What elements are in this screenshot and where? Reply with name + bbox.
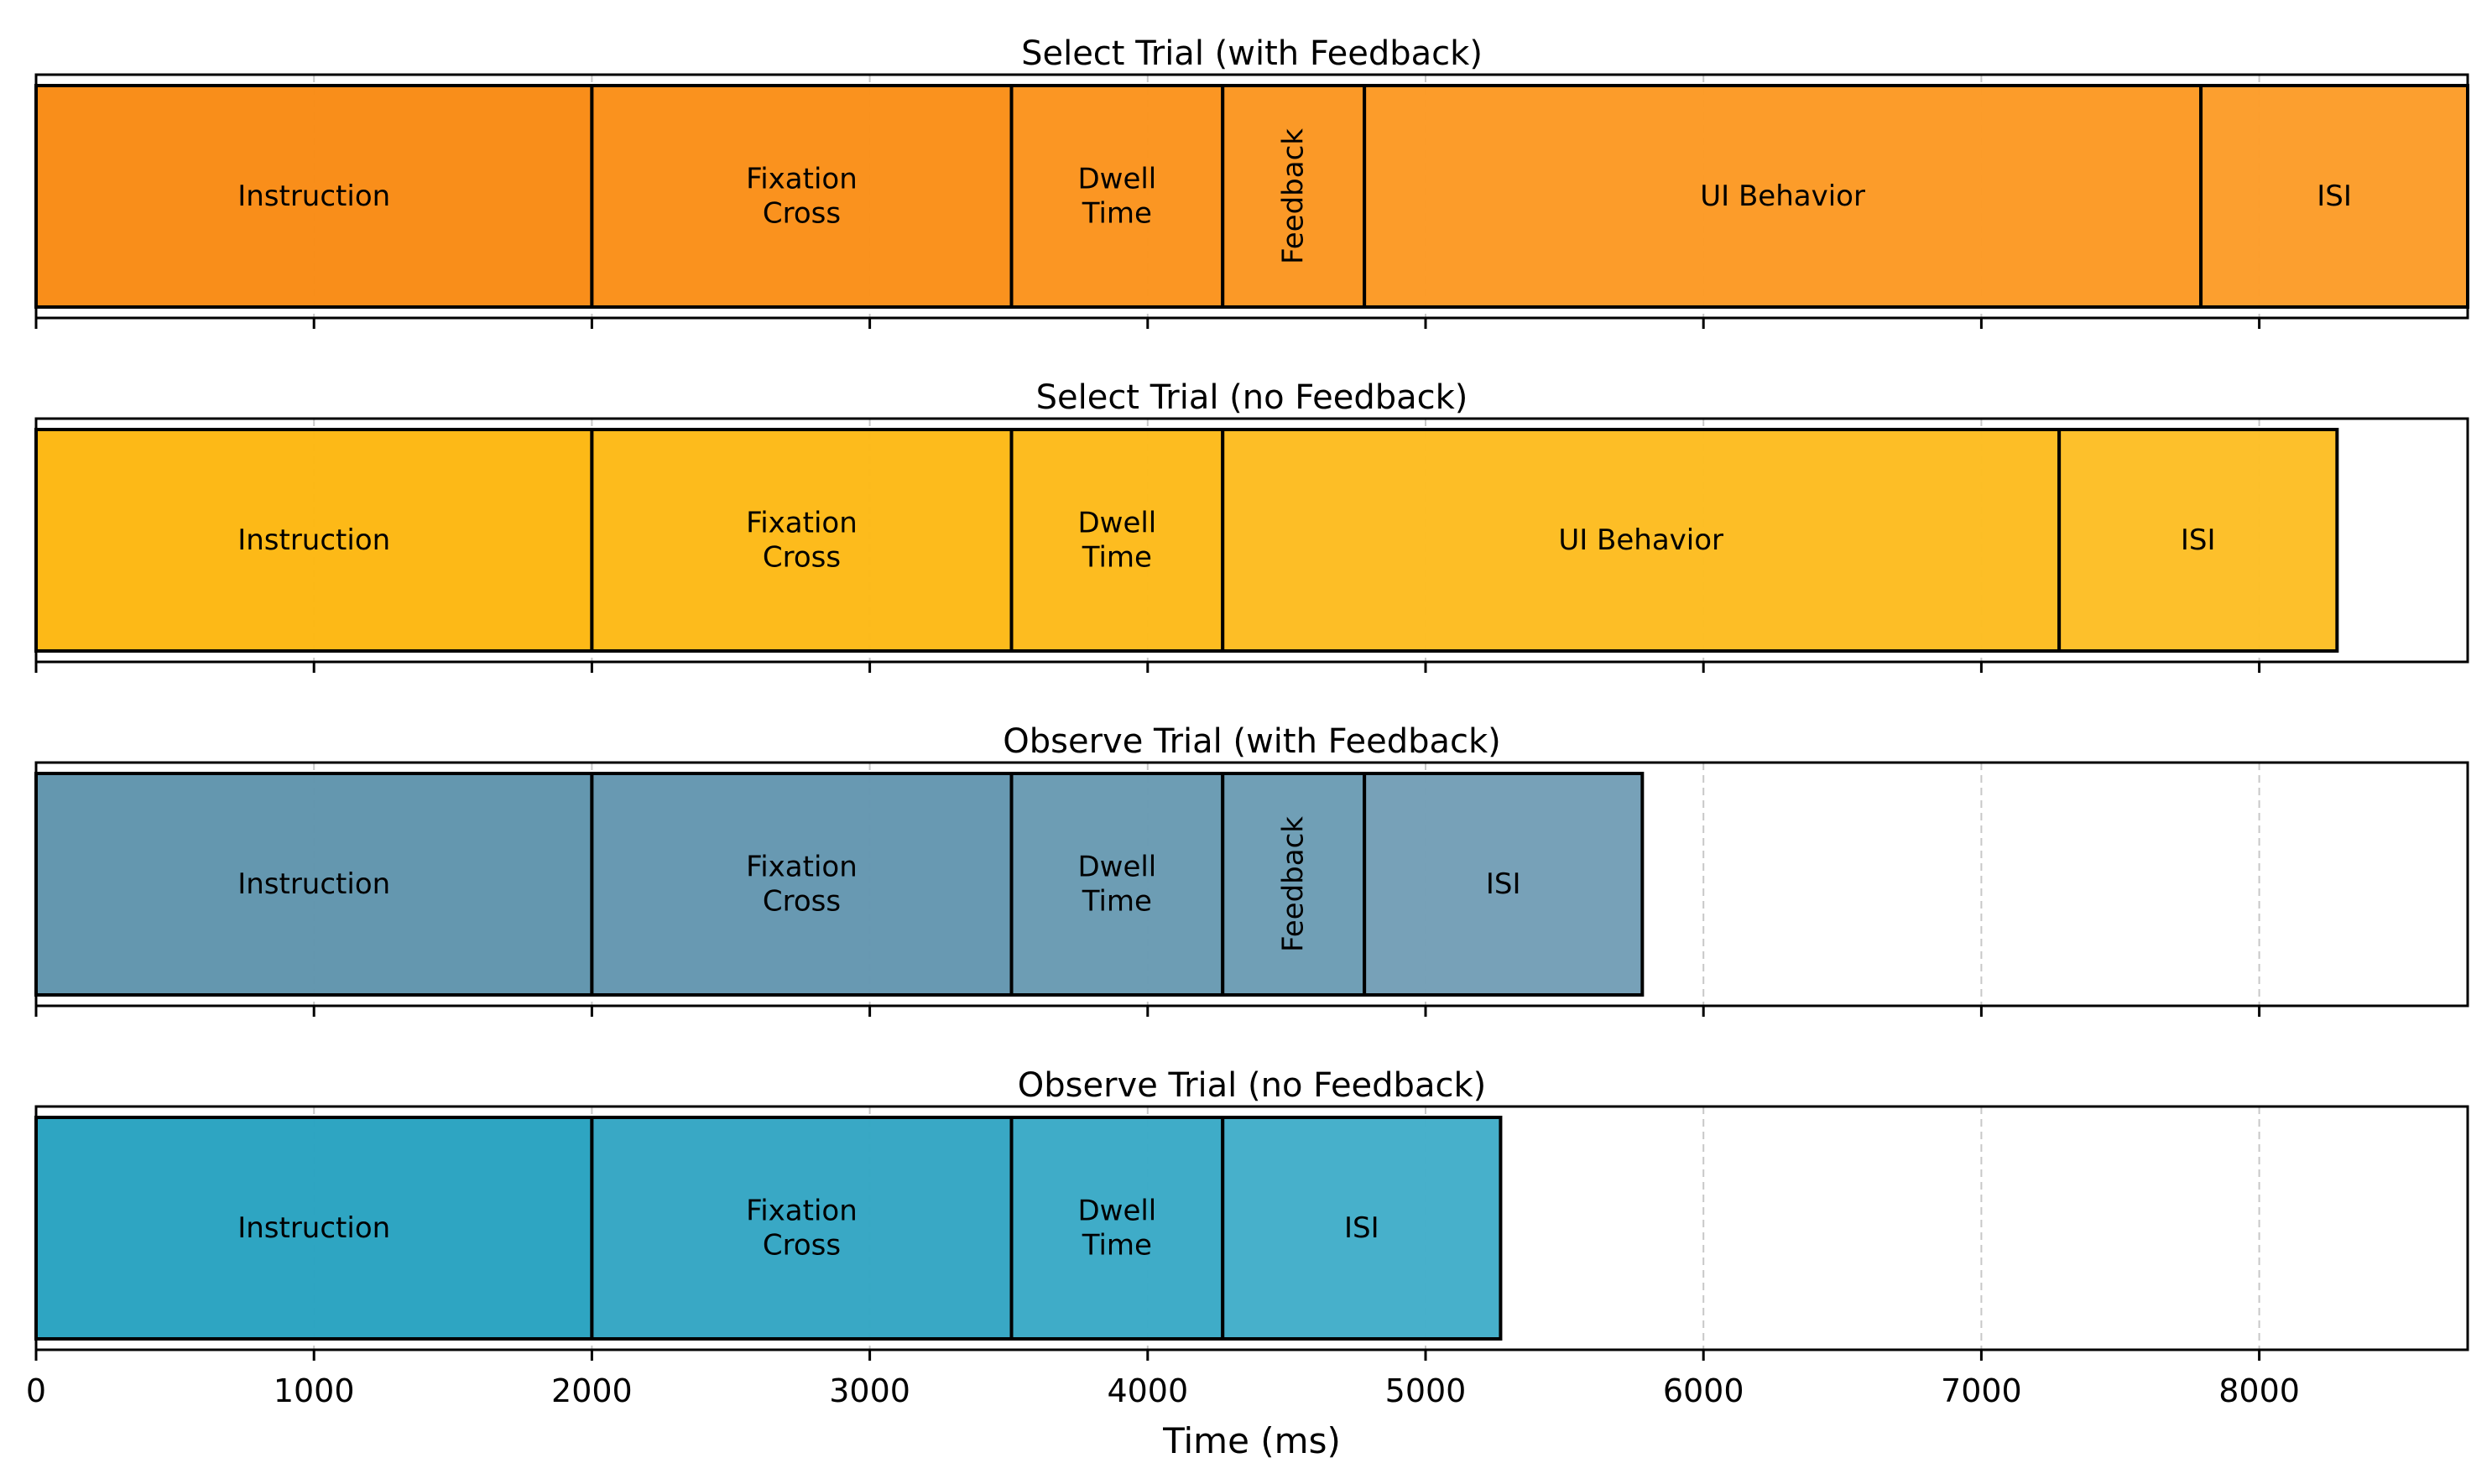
segment-bar xyxy=(1221,772,1367,997)
x-tick-label: 1000 xyxy=(274,1372,355,1409)
segment-label-line: Instruction xyxy=(237,867,390,901)
segment-bar xyxy=(34,1116,594,1341)
segment-label: UI Behavior xyxy=(1558,523,1723,557)
axes-frame xyxy=(34,1105,2469,1351)
x-tick-label: 0 xyxy=(26,1372,46,1409)
x-tick-label: 4000 xyxy=(1107,1372,1188,1409)
panel-title: Observe Trial (with Feedback) xyxy=(1003,722,1501,761)
x-tick-label: 8000 xyxy=(2218,1372,2300,1409)
segment-label: Feedback xyxy=(1277,816,1311,952)
segment-label-line: Fixation xyxy=(746,1195,858,1228)
panel-3: Observe Trial (with Feedback) Instruction… xyxy=(34,722,2469,1017)
panel-2: Select Trial (no Feedback) Instruction Fix… xyxy=(34,378,2469,673)
x-tick-label: 3000 xyxy=(829,1372,910,1409)
panel-title: Select Trial (with Feedback) xyxy=(1021,34,1483,73)
axes-frame xyxy=(34,417,2469,664)
segment-label-line: Dwell xyxy=(1077,163,1156,196)
x-tick-label: 5000 xyxy=(1385,1372,1467,1409)
segment-bar xyxy=(1009,428,1225,653)
segment-label: Instruction xyxy=(237,1211,390,1245)
axes-frame xyxy=(34,761,2469,1008)
x-axis-label: Time (ms) xyxy=(1162,1420,1341,1461)
segment-label-line: Instruction xyxy=(237,1211,390,1245)
segment-label: Instruction xyxy=(237,523,390,557)
segment-label: ISI xyxy=(1344,1211,1379,1245)
panel-title: Select Trial (no Feedback) xyxy=(1036,378,1468,417)
segment-label: ISI xyxy=(1486,867,1521,901)
segment-label-line: Time xyxy=(1082,197,1152,231)
x-tick-label: 2000 xyxy=(551,1372,633,1409)
segment-bar xyxy=(2057,428,2339,653)
segment-label-line: UI Behavior xyxy=(1700,180,1865,213)
segment-bar xyxy=(34,84,594,309)
segment-label-line: ISI xyxy=(1344,1211,1379,1245)
segment-label-line: Dwell xyxy=(1077,1195,1156,1228)
segment-label-line: Fixation xyxy=(746,163,858,196)
segment-label-line: Cross xyxy=(763,197,841,231)
segment-label-line: ISI xyxy=(2317,180,2352,213)
segment-label-line: Cross xyxy=(763,885,841,919)
segment-label: ISI xyxy=(2181,523,2216,557)
segment-label-line: Cross xyxy=(763,1229,841,1263)
segment-label-line: Fixation xyxy=(746,851,858,884)
segment-label-line: Dwell xyxy=(1077,851,1156,884)
segment-label-line: Instruction xyxy=(237,523,390,557)
segment-bar xyxy=(590,84,1014,309)
segment-label-line: Dwell xyxy=(1077,507,1156,540)
segment-label: UI Behavior xyxy=(1700,180,1865,213)
panel-1: Select Trial (with Feedback) Instruction F… xyxy=(34,34,2470,329)
segment-label-line: UI Behavior xyxy=(1558,523,1723,557)
segment-label-line: ISI xyxy=(1486,867,1521,901)
x-tick-label: 7000 xyxy=(1941,1372,2022,1409)
segment-label-line: Time xyxy=(1082,885,1152,919)
segment-label-line: Cross xyxy=(763,541,841,575)
segment-bar xyxy=(1221,428,2062,653)
segment-label-line: Instruction xyxy=(237,180,390,213)
segment-bar xyxy=(1363,772,1645,997)
panel-4: Observe Trial (no Feedback) Instruction Fi… xyxy=(26,1066,2469,1461)
segment-bar xyxy=(590,428,1014,653)
segment-label: Instruction xyxy=(237,867,390,901)
segment-label: Feedback xyxy=(1277,128,1311,264)
segment-bar xyxy=(1363,84,2203,309)
segment-bar xyxy=(590,1116,1014,1341)
segment-label-line: Fixation xyxy=(746,507,858,540)
axes-frame xyxy=(34,73,2469,320)
segment-label: ISI xyxy=(2317,180,2352,213)
panel-title: Observe Trial (no Feedback) xyxy=(1018,1066,1486,1105)
segment-bar xyxy=(1009,772,1225,997)
x-tick-label: 6000 xyxy=(1663,1372,1744,1409)
segment-bar xyxy=(1221,1116,1503,1341)
segment-label-line: Time xyxy=(1082,541,1152,575)
segment-label-line: ISI xyxy=(2181,523,2216,557)
segment-label: Instruction xyxy=(237,180,390,213)
segment-label-line: Time xyxy=(1082,1229,1152,1263)
segment-bar xyxy=(590,772,1014,997)
